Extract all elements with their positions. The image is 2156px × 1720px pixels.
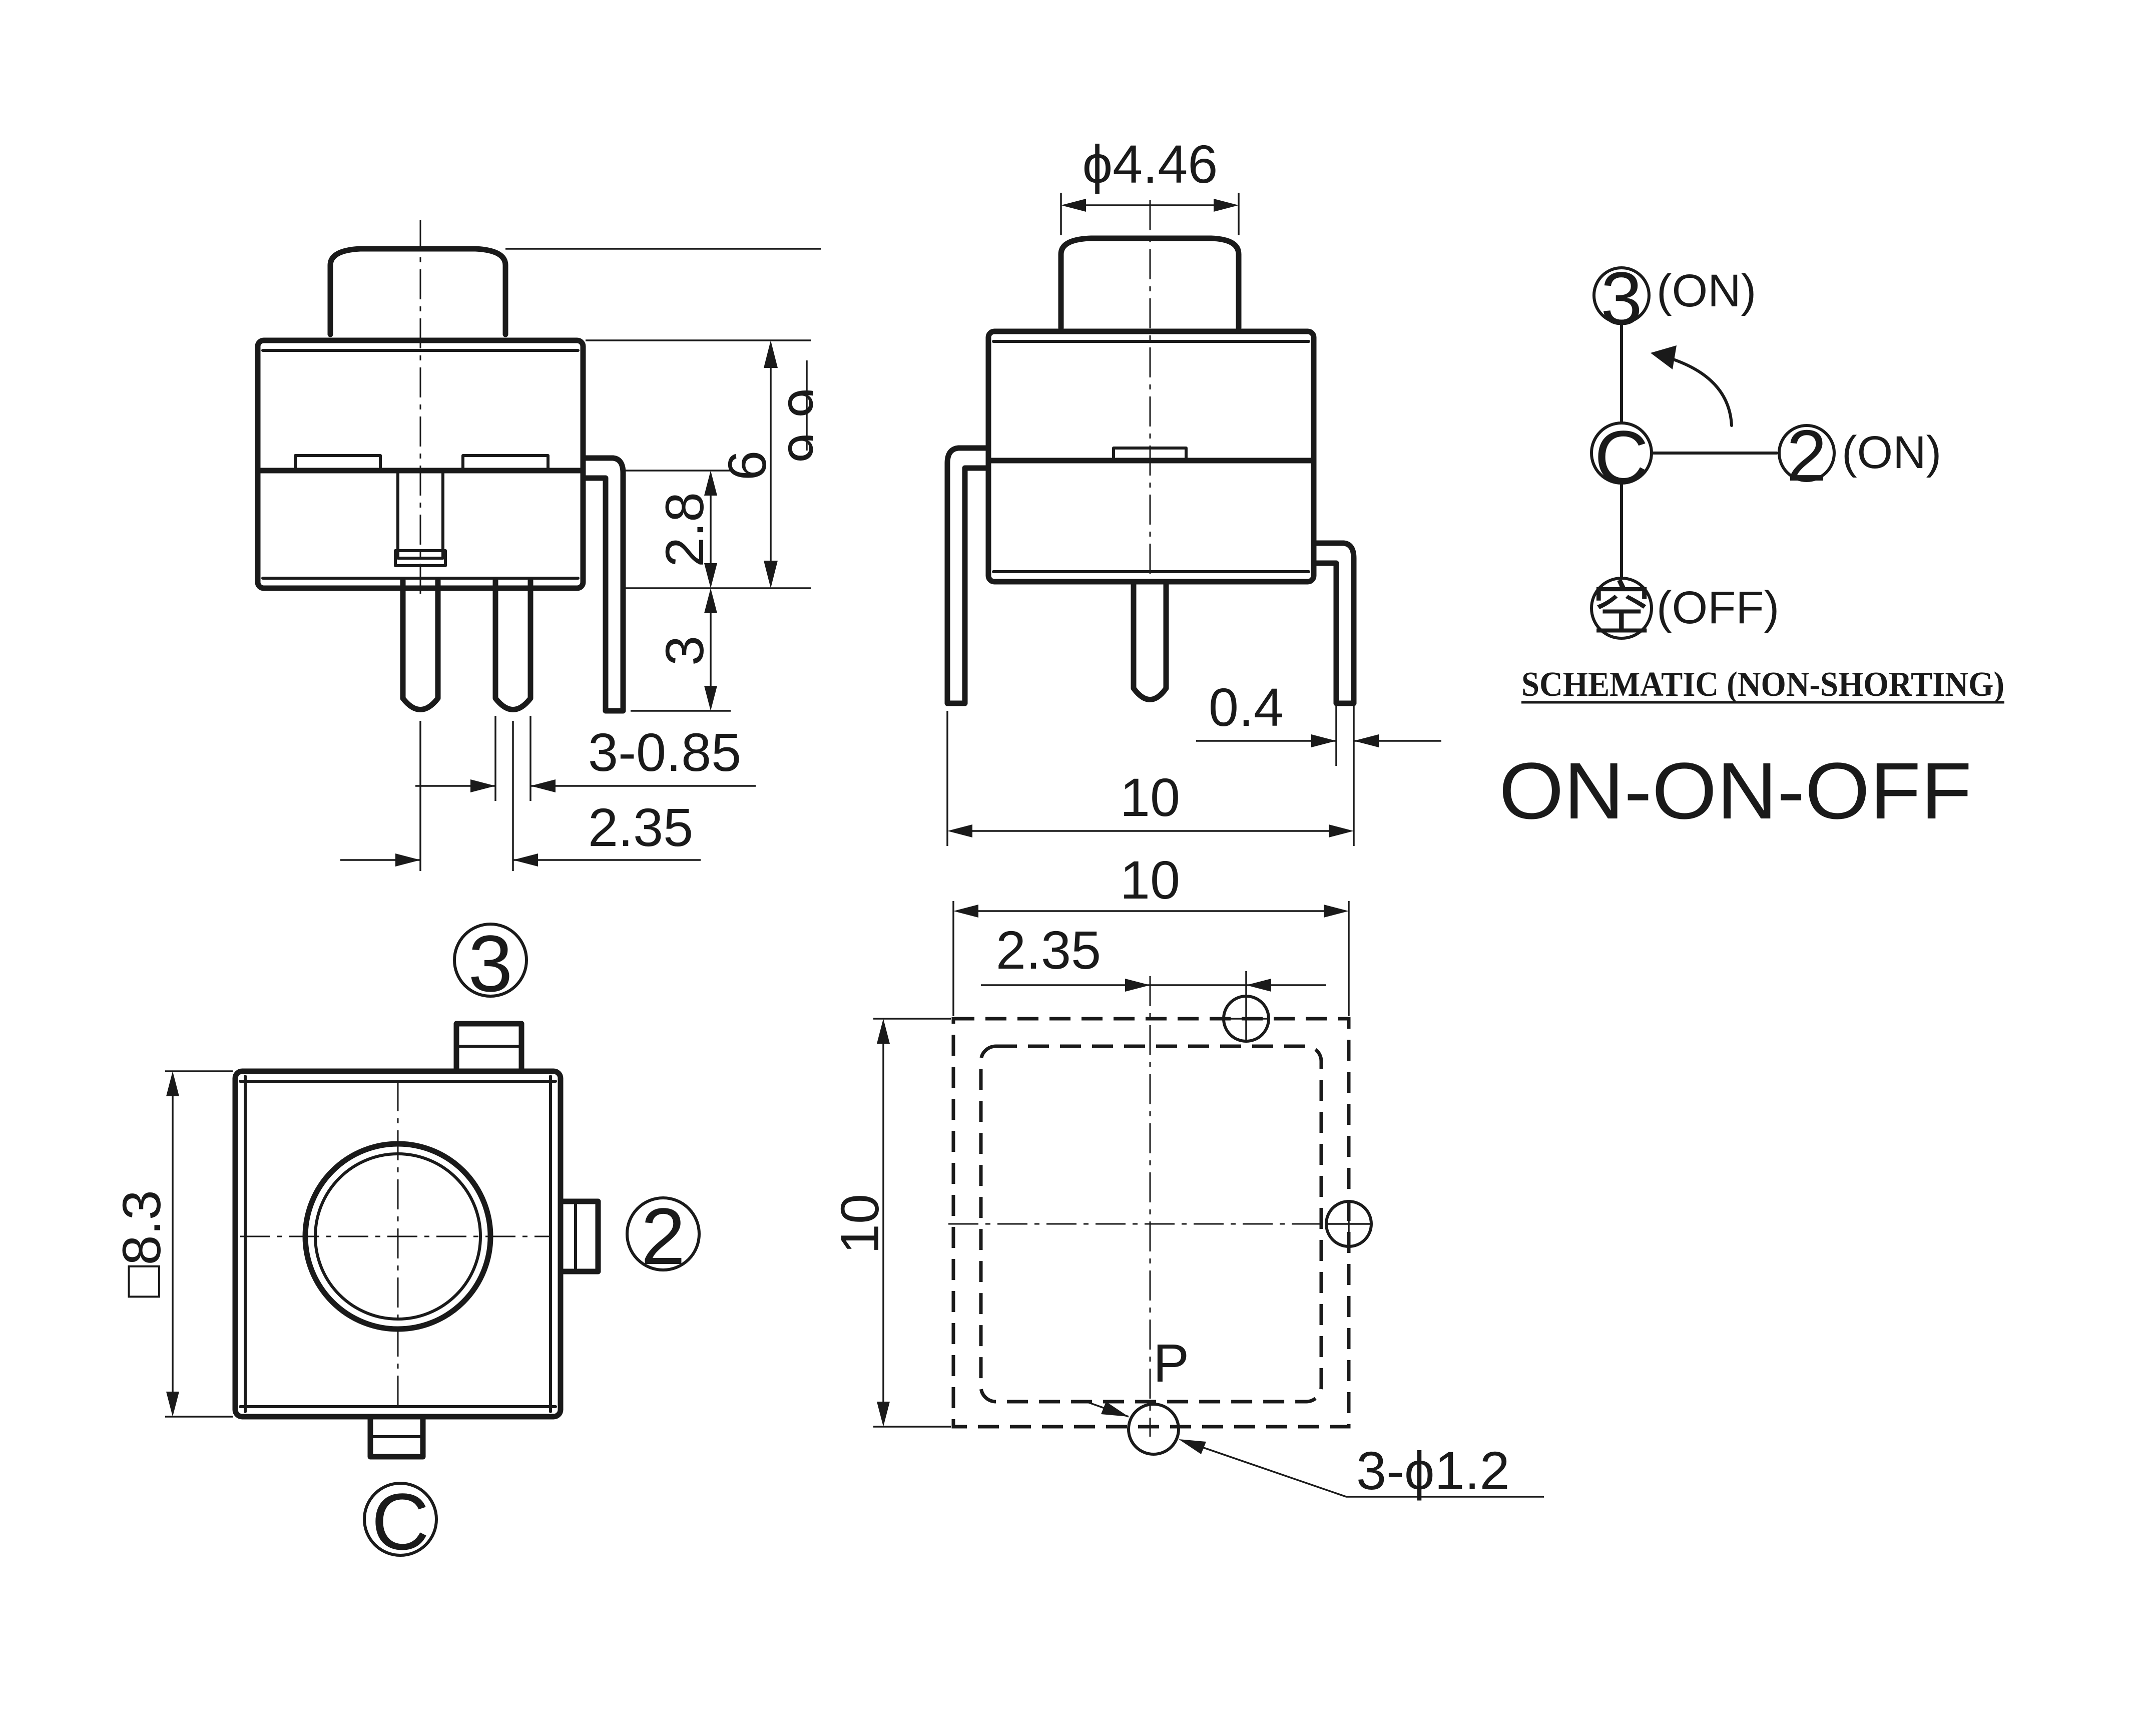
schematic-terminal-off <box>1590 577 1653 640</box>
pcb-dim-height: 10 <box>829 1194 890 1254</box>
schematic-terminal-3 <box>1592 266 1651 324</box>
side-contact-right <box>461 454 550 472</box>
front-dim-actuator-dia: ϕ4.46 <box>1083 134 1218 194</box>
front-right-lead <box>1311 540 1357 706</box>
schematic-terminal-c-label: C <box>1594 415 1649 499</box>
pcb-layout: P 10 2.35 10 3-ϕ1.2 <box>829 849 1544 1501</box>
front-body <box>985 328 1317 585</box>
top-view: 3 2 C □8.3 <box>111 919 701 1566</box>
top-label-c: C <box>371 1477 429 1566</box>
pcb-label-p: P <box>1153 1333 1189 1393</box>
side-contact-left <box>294 454 382 472</box>
schematic-terminal-3-label: 3 <box>1600 256 1642 340</box>
pcb-dim-offset: 2.35 <box>996 920 1101 980</box>
switch-mode-label: ON-ON-OFF <box>1499 746 1972 835</box>
front-dim-lead-thickness: 0.4 <box>1209 677 1284 737</box>
front-view: ϕ4.46 0.4 10 <box>944 134 1441 846</box>
pcb-dim-holes: 3-ϕ1.2 <box>1356 1440 1510 1501</box>
schematic: 3 (ON) C 2 (ON) 空 (OFF) SCHEMATIC (NON-S… <box>1499 256 2004 835</box>
schematic-switch-arrow <box>1663 355 1733 427</box>
top-label-2-circle <box>626 1196 701 1271</box>
side-pin-1 <box>400 578 441 712</box>
front-actuator <box>1058 235 1242 331</box>
side-bent-lead <box>580 455 626 714</box>
top-terminal-2-tab <box>558 1198 601 1274</box>
top-label-c-circle <box>363 1482 438 1557</box>
side-dim-2-8: 2.8 <box>654 492 715 567</box>
pcb-hole-c <box>1127 1403 1180 1456</box>
top-label-2: 2 <box>641 1191 686 1281</box>
top-label-3: 3 <box>468 919 513 1008</box>
front-left-lead <box>944 445 991 706</box>
side-dim-3: 3 <box>654 636 715 666</box>
schematic-terminal-3-state: (ON) <box>1657 265 1756 316</box>
side-dim-6: 6 <box>717 451 777 481</box>
schematic-terminal-2-label: 2 <box>1787 415 1827 496</box>
top-label-3-circle <box>453 923 528 998</box>
schematic-terminal-2-state: (ON) <box>1842 427 1941 478</box>
schematic-terminal-c <box>1590 421 1653 485</box>
schematic-terminal-off-state: (OFF) <box>1657 582 1779 633</box>
front-dim-width: 10 <box>1120 767 1180 827</box>
top-dim-square: □8.3 <box>111 1190 172 1298</box>
front-center-pin <box>1131 579 1169 702</box>
side-dim-2-35: 2.35 <box>588 797 693 857</box>
side-actuator <box>327 246 508 337</box>
side-dim-3-0-85: 3-0.85 <box>588 722 741 782</box>
side-pin-2 <box>492 578 533 712</box>
side-view: 6 9.9 2.8 3 3-0.85 2.35 <box>255 220 837 871</box>
schematic-terminal-2 <box>1778 424 1836 482</box>
schematic-caption: SCHEMATIC (NON-SHORTING) <box>1521 665 2004 704</box>
pcb-dim-width: 10 <box>1120 849 1180 910</box>
front-contact <box>1112 447 1188 462</box>
schematic-terminal-off-label: 空 <box>1592 575 1651 644</box>
pcb-outline <box>951 1017 1351 1429</box>
